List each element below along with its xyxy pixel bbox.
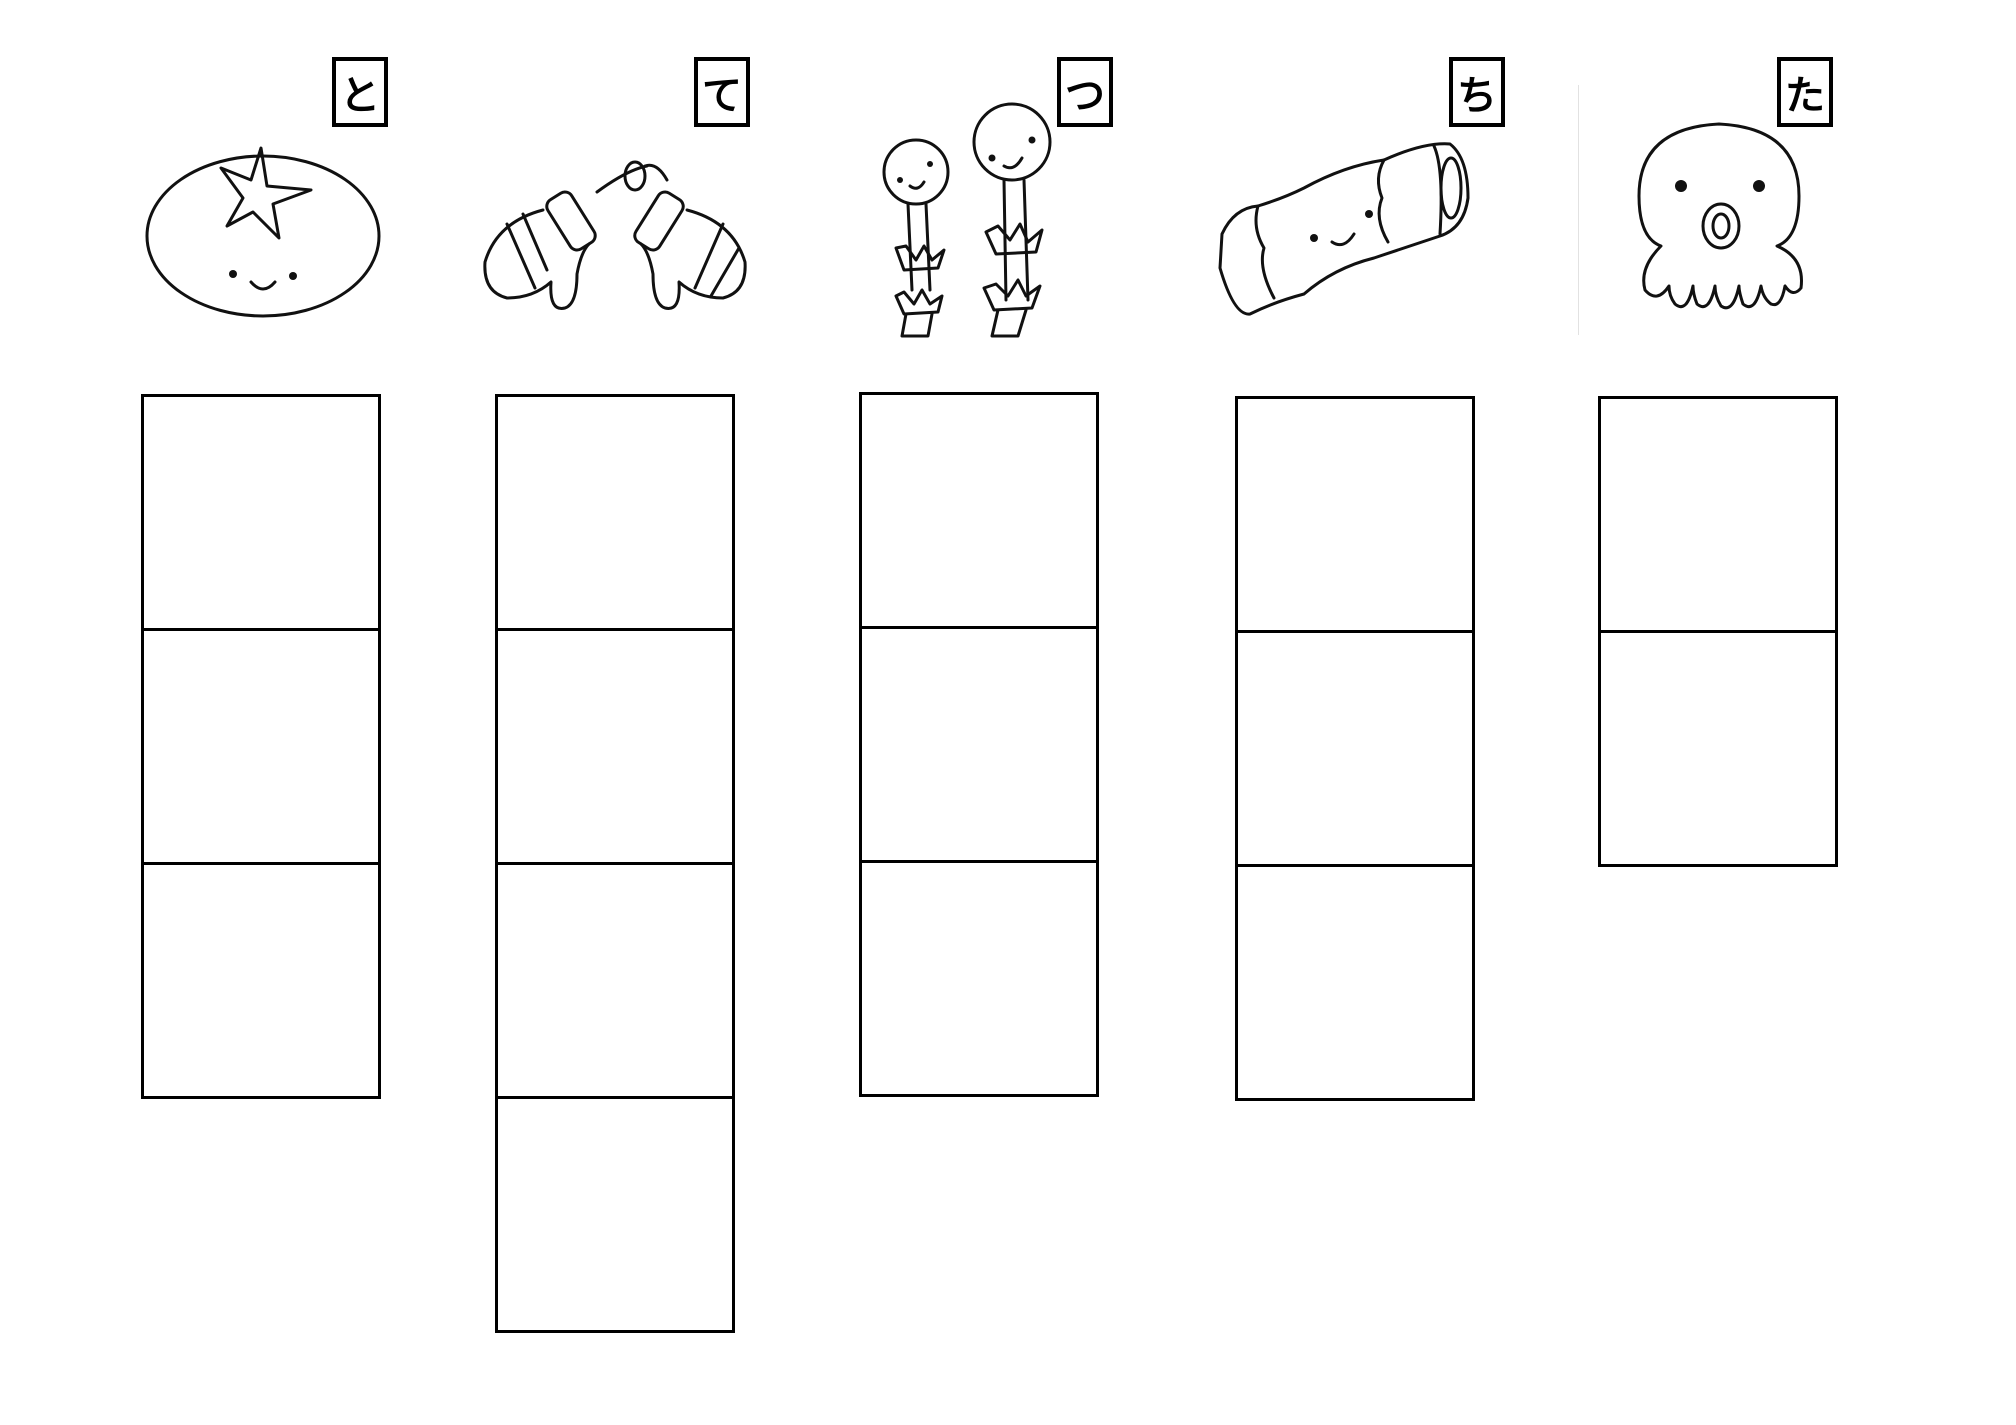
writing-box[interactable]	[495, 1096, 735, 1333]
writing-box[interactable]	[141, 862, 381, 1099]
writing-box[interactable]	[1235, 396, 1475, 633]
writing-box[interactable]	[495, 862, 735, 1099]
writing-box[interactable]	[859, 626, 1099, 863]
writing-column-tsukushi	[859, 392, 1099, 1097]
writing-box[interactable]	[1598, 396, 1838, 633]
label-ta: た	[1777, 57, 1833, 127]
writing-box[interactable]	[141, 394, 381, 631]
mittens-icon	[483, 160, 747, 310]
tomato-icon	[145, 146, 381, 318]
writing-column-mittens	[495, 394, 735, 1333]
mittens-picture	[477, 152, 757, 312]
writing-column-tomato	[141, 394, 381, 1099]
writing-box[interactable]	[495, 628, 735, 865]
writing-box[interactable]	[141, 628, 381, 865]
octopus-picture	[1635, 118, 1805, 318]
octopus-icon	[1637, 122, 1803, 310]
writing-column-octopus	[1598, 396, 1838, 867]
divider-line	[1578, 85, 1579, 335]
writing-box[interactable]	[495, 394, 735, 631]
writing-box[interactable]	[1235, 630, 1475, 867]
writing-box[interactable]	[1598, 630, 1838, 867]
writing-box[interactable]	[859, 392, 1099, 629]
writing-column-chikuwa	[1235, 396, 1475, 1101]
chikuwa-picture	[1214, 138, 1494, 318]
label-te: て	[694, 57, 750, 127]
writing-box[interactable]	[859, 860, 1099, 1097]
tsukushi-picture	[880, 100, 1080, 340]
tsukushi-icon	[882, 102, 1052, 338]
tomato-picture	[143, 138, 383, 318]
label-to: と	[332, 57, 388, 127]
chikuwa-icon	[1218, 142, 1470, 316]
writing-box[interactable]	[1235, 864, 1475, 1101]
label-tsu: つ	[1057, 57, 1113, 127]
label-chi: ち	[1449, 57, 1505, 127]
